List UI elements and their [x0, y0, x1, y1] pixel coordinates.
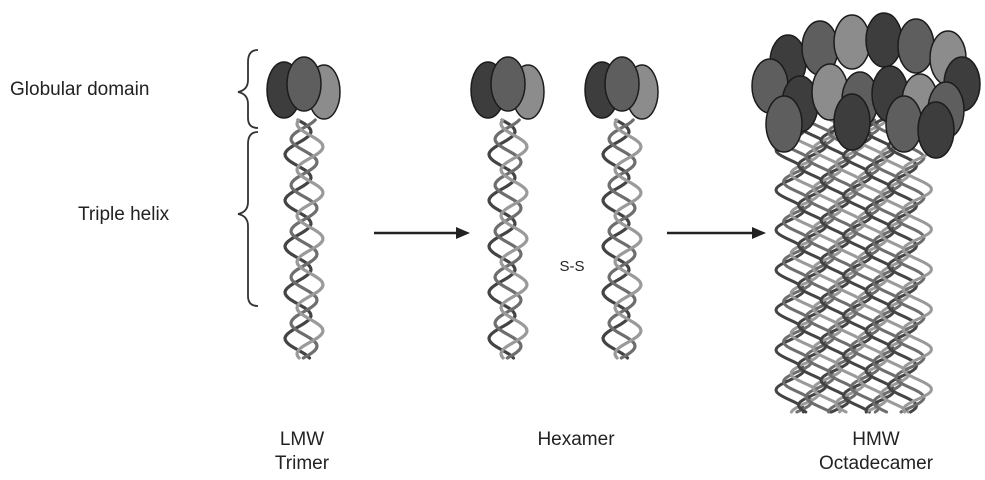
octadecamer-globular-head-back-5 [898, 19, 934, 73]
octadecamer-globular-head-front-10 [918, 102, 954, 158]
disulfide-bond-label: S-S [559, 258, 584, 275]
hexamer-right-globular-head-2 [605, 57, 639, 111]
octadecamer-caption-line2: Octadecamer [786, 452, 966, 476]
globular-domain-bracket [238, 50, 258, 128]
octadecamer-globular-head-front-7 [766, 96, 802, 152]
octadecamer-globular-head-front-9 [886, 96, 922, 152]
triple-helix-label: Triple helix [78, 203, 169, 226]
hexamer-structure: S-S [471, 57, 658, 358]
hexamer-left-globular-head-2 [491, 57, 525, 111]
octadecamer-caption-line1: HMW [786, 428, 966, 452]
trimer-caption-line2: Trimer [212, 452, 392, 476]
trimer-globular-head-2 [287, 57, 321, 111]
trimer-caption: LMW Trimer [212, 428, 392, 476]
hexamer-caption-line1: Hexamer [486, 428, 666, 452]
hexamer-caption: Hexamer [486, 428, 666, 452]
globular-domain-label: Globular domain [10, 78, 149, 101]
octadecamer-globular-head-back-4 [866, 13, 902, 67]
triple-helix-bracket [238, 132, 258, 306]
octadecamer-globular-head-front-8 [834, 94, 870, 150]
assembly-arrows [374, 227, 766, 239]
octadecamer-globular-head-back-3 [834, 15, 870, 69]
annotation-brackets [238, 50, 258, 306]
octadecamer-caption: HMW Octadecamer [786, 428, 966, 476]
hexamer-to-octadecamer-arrow [667, 227, 766, 239]
hmw-octadecamer-structure [752, 13, 980, 412]
trimer-to-hexamer-arrow [374, 227, 470, 239]
lmw-trimer-structure [267, 57, 340, 358]
trimer-caption-line1: LMW [212, 428, 392, 452]
